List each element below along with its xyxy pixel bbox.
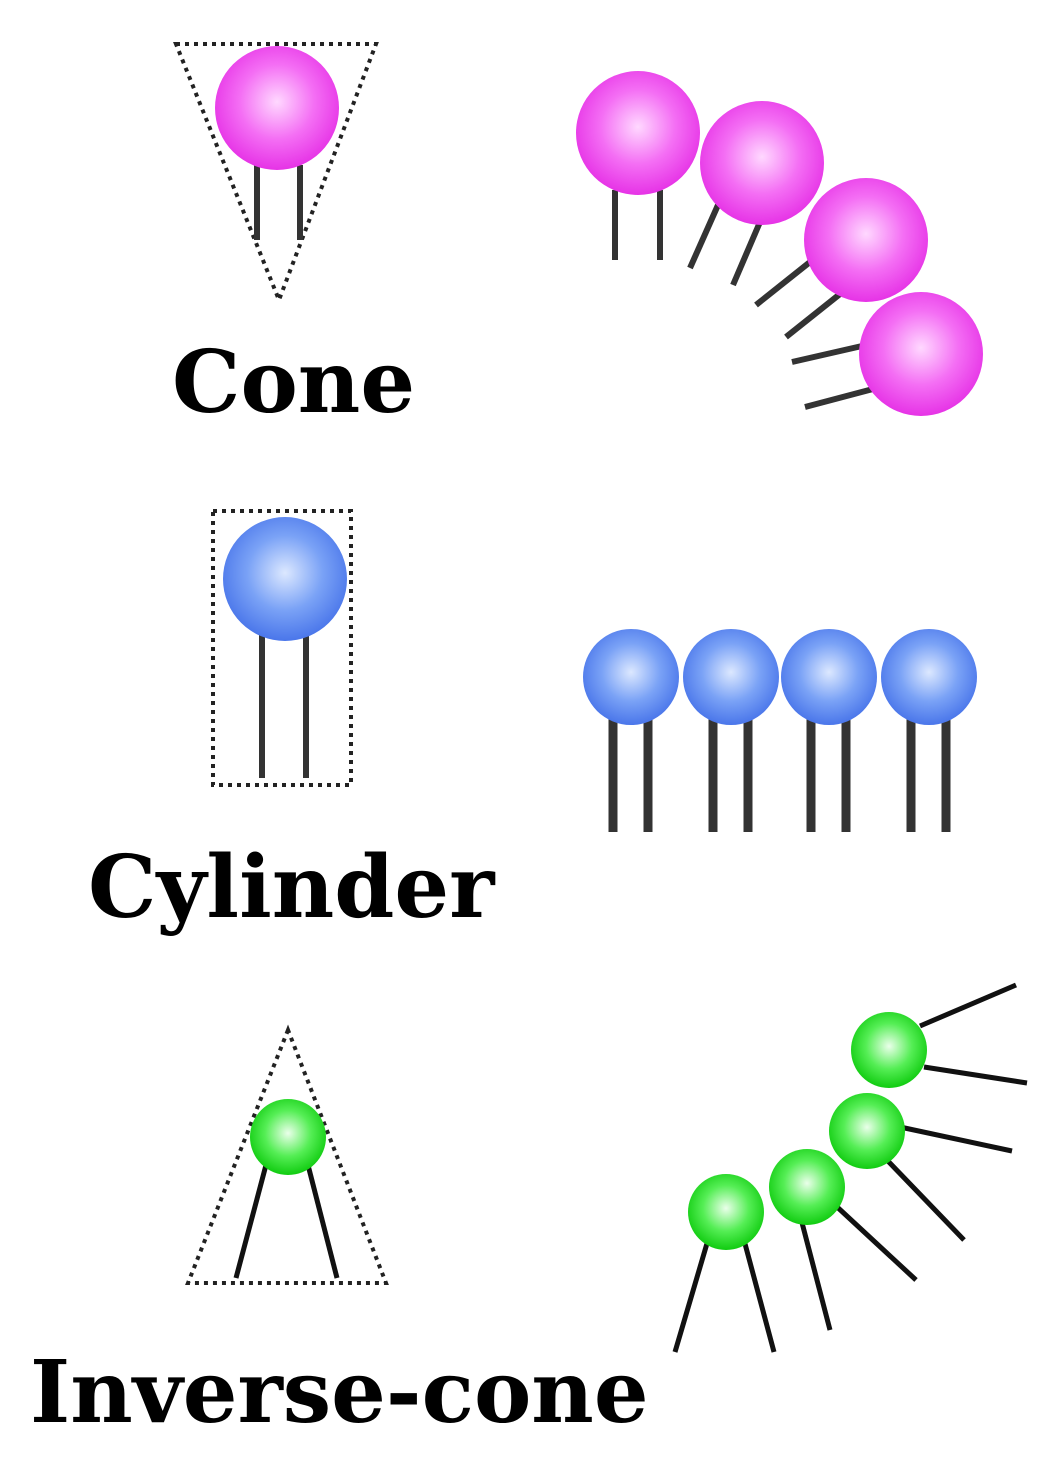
inverse-cone-monolayer-tail	[923, 1064, 1028, 1086]
inverse-cone-monolayer-tail	[797, 1214, 833, 1331]
inverse-cone-monolayer-head	[769, 1149, 845, 1225]
inverse-cone-head	[250, 1099, 326, 1175]
inverse-cone-monolayer-tail	[741, 1239, 777, 1353]
cone-monolayer-head	[700, 101, 824, 225]
cone-outline	[173, 42, 379, 306]
cone-monolayer-tail	[730, 220, 763, 287]
cylinder-head	[223, 517, 347, 641]
inverse-cone-tail	[305, 1164, 340, 1279]
inverse-cone-monolayer-tail	[899, 1124, 1013, 1154]
cylinder-monolayer-head	[583, 629, 679, 725]
inverse-cone-monolayer	[672, 982, 1028, 1353]
cone-monolayer-tail	[754, 259, 812, 308]
cone-monolayer-head	[859, 292, 983, 416]
cylinder-monolayer-head	[781, 629, 877, 725]
inverse-cone-monolayer-tail	[833, 1203, 918, 1282]
inverse-cone-outline	[185, 1024, 389, 1285]
cone-monolayer-tail	[687, 203, 721, 270]
cone-monolayer-tail	[791, 343, 863, 365]
inverse-cone-monolayer-head	[851, 1012, 927, 1088]
cone-monolayer-head	[576, 71, 700, 195]
inverse-cone-monolayer-tail	[883, 1156, 966, 1242]
inverse-cone-tail	[233, 1164, 269, 1279]
inverse-cone-monolayer-tail	[919, 982, 1017, 1029]
inverse-cone-label: Inverse-cone	[30, 1342, 649, 1443]
cylinder-monolayer-head	[881, 629, 977, 725]
cone-monolayer-head	[804, 178, 928, 302]
cone-monolayer-tail	[804, 386, 874, 410]
inverse-cone-monolayer-head	[688, 1174, 764, 1250]
cylinder-lipid-diagram	[211, 509, 353, 787]
cone-lipid-diagram	[173, 42, 379, 306]
cone-monolayer	[576, 71, 983, 416]
cylinder-monolayer	[583, 629, 977, 832]
cylinder-monolayer-head	[683, 629, 779, 725]
cone-label: Cone	[172, 332, 416, 433]
inverse-cone-lipid-diagram	[185, 1024, 389, 1285]
cone-monolayer-tail	[784, 291, 842, 340]
inverse-cone-monolayer-tail	[672, 1239, 711, 1353]
cylinder-outline	[211, 509, 353, 787]
inverse-cone-monolayer-head	[829, 1093, 905, 1169]
cylinder-label: Cylinder	[88, 837, 495, 938]
cone-head	[215, 46, 339, 170]
